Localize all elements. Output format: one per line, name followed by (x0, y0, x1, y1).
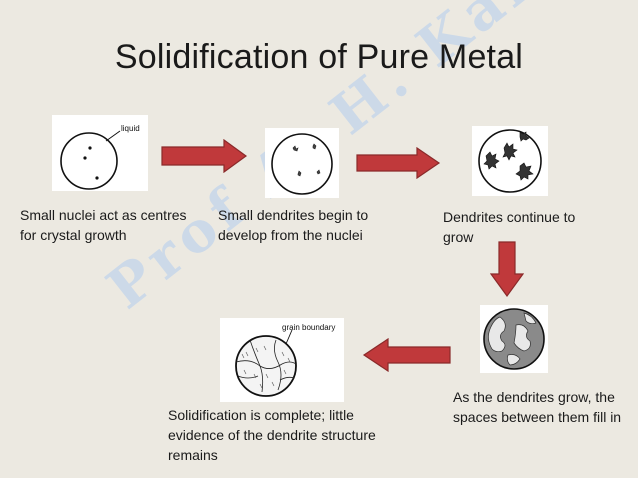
figure-spaces-filling (480, 305, 548, 373)
arrow-right-1 (160, 139, 248, 173)
grain-boundary-label: grain boundary (282, 323, 335, 332)
figure-grain-boundary: grain boundary (220, 318, 344, 402)
arrow-left (362, 338, 452, 372)
liquid-label: liquid (121, 124, 140, 133)
caption-stage-3: Dendrites continue to grow (443, 209, 576, 245)
caption-stage-2: Small dendrites begin to develop from th… (218, 207, 369, 243)
caption-stage-5: Solidification is complete; little evide… (168, 407, 376, 463)
caption-stage-1: Small nuclei act as centres for crystal … (20, 207, 187, 243)
arrow-right-2 (355, 147, 441, 179)
arrow-down (490, 240, 524, 298)
slide-title: Solidification of Pure Metal (114, 38, 524, 76)
figure-growing-dendrites (472, 126, 548, 196)
figure-small-dendrites (265, 128, 339, 198)
figure-liquid-nuclei: liquid (52, 115, 148, 191)
caption-stage-4: As the dendrites grow, the spaces betwee… (453, 389, 622, 425)
